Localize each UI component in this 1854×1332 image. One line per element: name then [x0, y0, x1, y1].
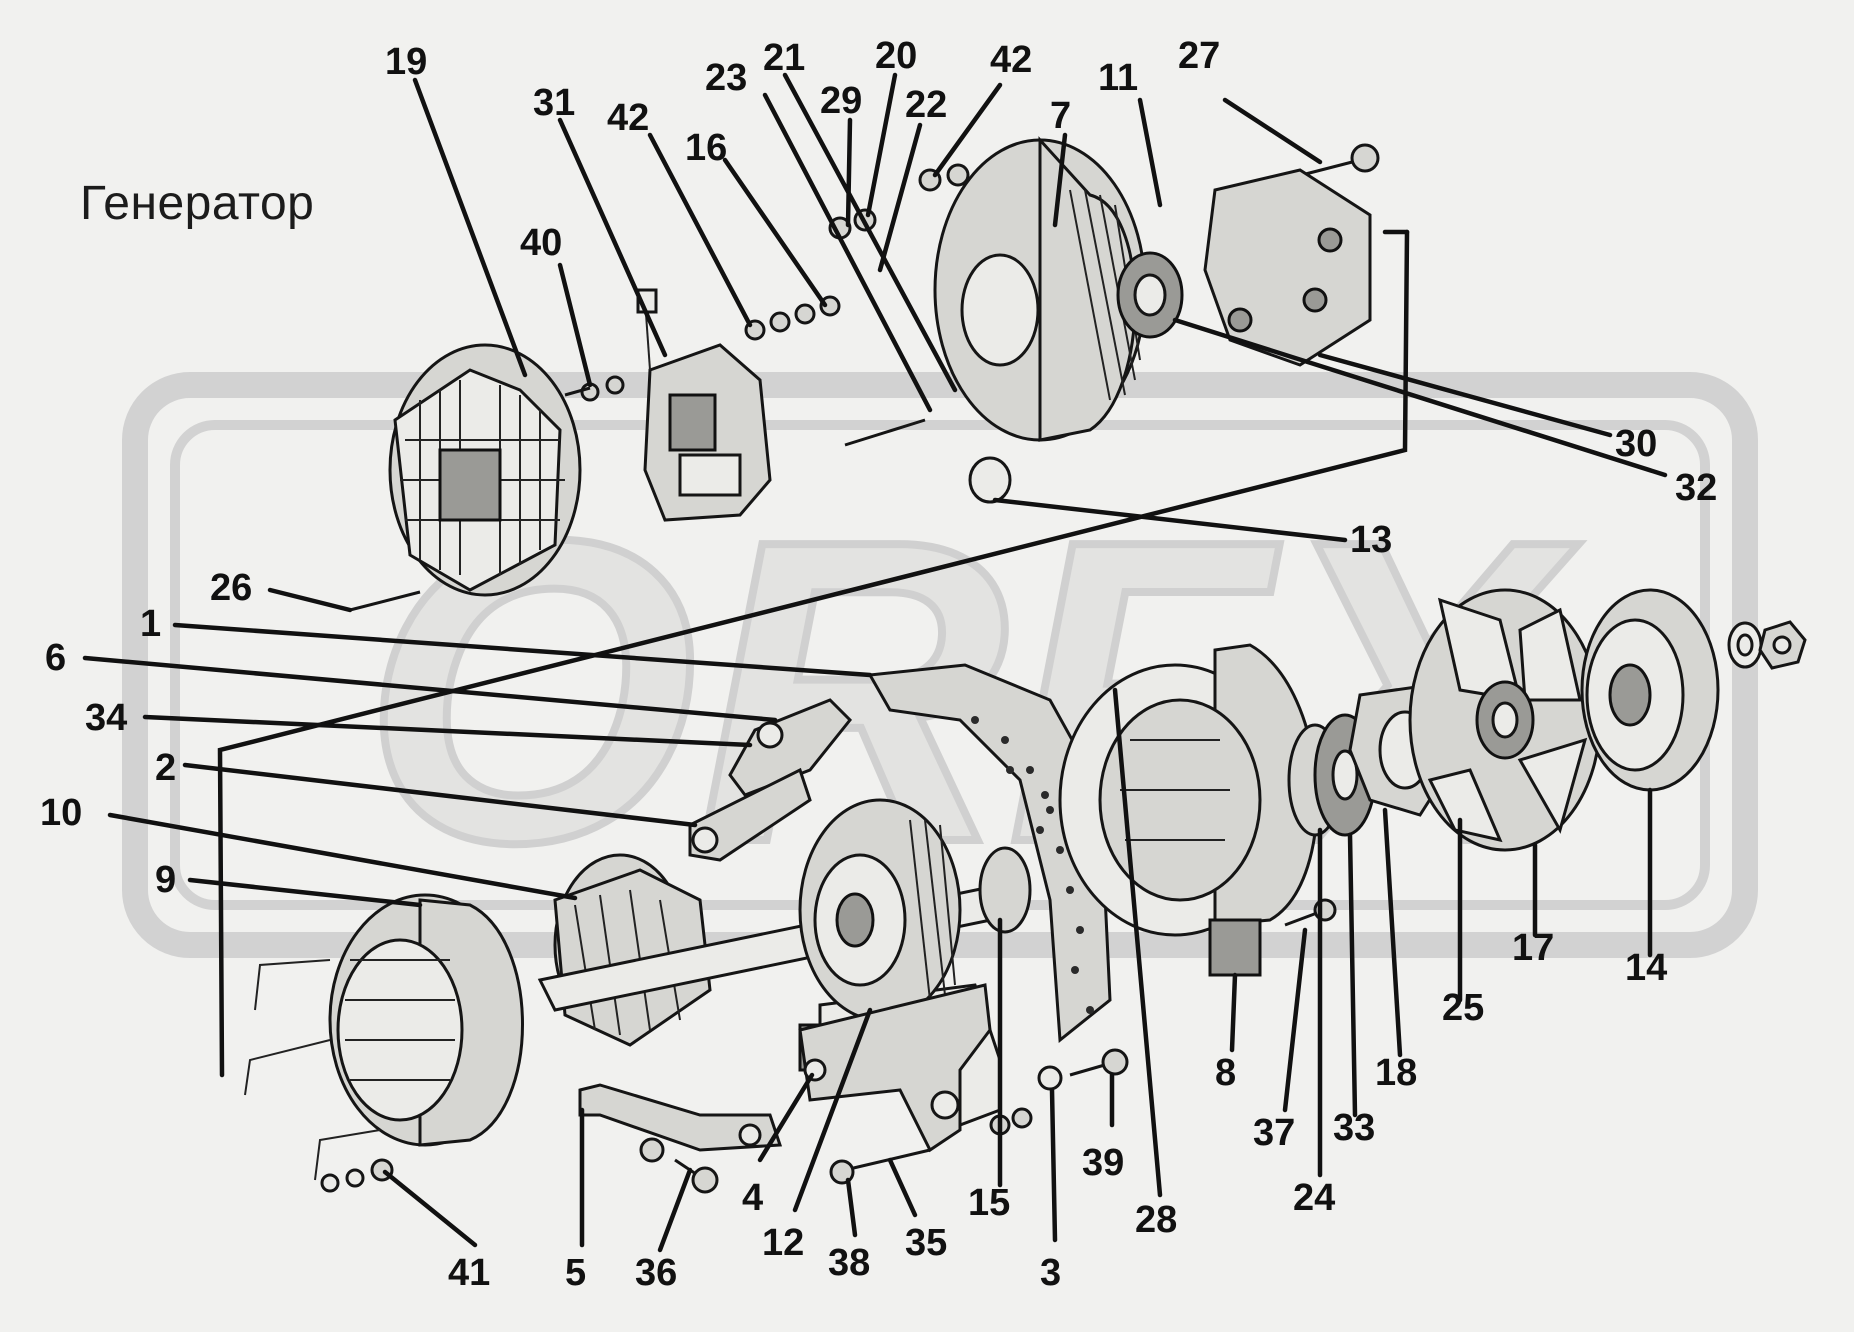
callout-42a: 42 — [607, 97, 649, 139]
callout-26: 26 — [210, 567, 252, 609]
callout-1: 1 — [140, 603, 161, 645]
part-pulley — [1580, 588, 1720, 792]
callout-3: 3 — [1040, 1252, 1061, 1294]
part-link-brackets — [688, 698, 853, 862]
callout-9: 9 — [155, 859, 176, 901]
callout-20: 20 — [875, 35, 917, 77]
callout-16: 16 — [685, 127, 727, 169]
callout-14: 14 — [1625, 947, 1667, 989]
callout-39: 39 — [1082, 1142, 1124, 1184]
part-regulator — [636, 288, 772, 522]
assembly-frame-line — [217, 229, 1410, 1078]
callout-40: 40 — [520, 222, 562, 264]
callout-34: 34 — [85, 697, 127, 739]
callout-38: 38 — [828, 1242, 870, 1284]
callout-21: 21 — [763, 37, 805, 79]
callouts: 19 31 42 40 16 23 21 29 20 22 42 7 11 27… — [40, 35, 1717, 1294]
part-bolt-36 — [639, 1137, 719, 1194]
callout-12: 12 — [762, 1222, 804, 1264]
diagram-title: Генератор — [80, 177, 315, 230]
part-nut-washer — [1727, 620, 1807, 670]
callout-17: 17 — [1512, 927, 1554, 969]
part-tension-arm — [578, 1083, 783, 1152]
part-mount-bracket — [798, 983, 992, 1153]
callout-37: 37 — [1253, 1112, 1295, 1154]
callout-25: 25 — [1442, 987, 1484, 1029]
callout-41: 41 — [448, 1252, 490, 1294]
callout-36: 36 — [635, 1252, 677, 1294]
callout-32: 32 — [1675, 467, 1717, 509]
callout-4: 4 — [742, 1177, 763, 1219]
part-bolt-35 — [829, 1148, 931, 1185]
callout-30: 30 — [1615, 423, 1657, 465]
part-bearing-plate — [1116, 168, 1372, 367]
part-stator-housing — [933, 136, 1147, 504]
callout-23: 23 — [705, 57, 747, 99]
leader-lines — [82, 72, 1668, 1253]
callout-13: 13 — [1350, 519, 1392, 561]
callout-2: 2 — [155, 747, 176, 789]
callout-10: 10 — [40, 792, 82, 834]
callout-6: 6 — [45, 637, 66, 679]
callout-8: 8 — [1215, 1052, 1236, 1094]
part-fasteners-39 — [989, 1048, 1129, 1136]
callout-42b: 42 — [990, 39, 1032, 81]
callout-28: 28 — [1135, 1199, 1177, 1241]
part-washers-41 — [320, 1158, 394, 1193]
callout-19: 19 — [385, 41, 427, 83]
callout-7: 7 — [1050, 95, 1071, 137]
callout-33: 33 — [1333, 1107, 1375, 1149]
callout-22: 22 — [905, 84, 947, 126]
part-fan — [1408, 588, 1602, 852]
callout-15: 15 — [968, 1182, 1010, 1224]
callout-29: 29 — [820, 80, 862, 122]
callout-27: 27 — [1178, 35, 1220, 77]
callout-18: 18 — [1375, 1052, 1417, 1094]
part-rear-cover — [388, 343, 582, 597]
callout-31: 31 — [533, 82, 575, 124]
callout-11: 11 — [1098, 57, 1138, 99]
part-rotor-coil — [798, 798, 962, 1022]
callout-5: 5 — [565, 1252, 586, 1294]
callout-35: 35 — [905, 1222, 947, 1264]
callout-24: 24 — [1293, 1177, 1335, 1219]
part-stator-ring — [244, 893, 524, 1181]
